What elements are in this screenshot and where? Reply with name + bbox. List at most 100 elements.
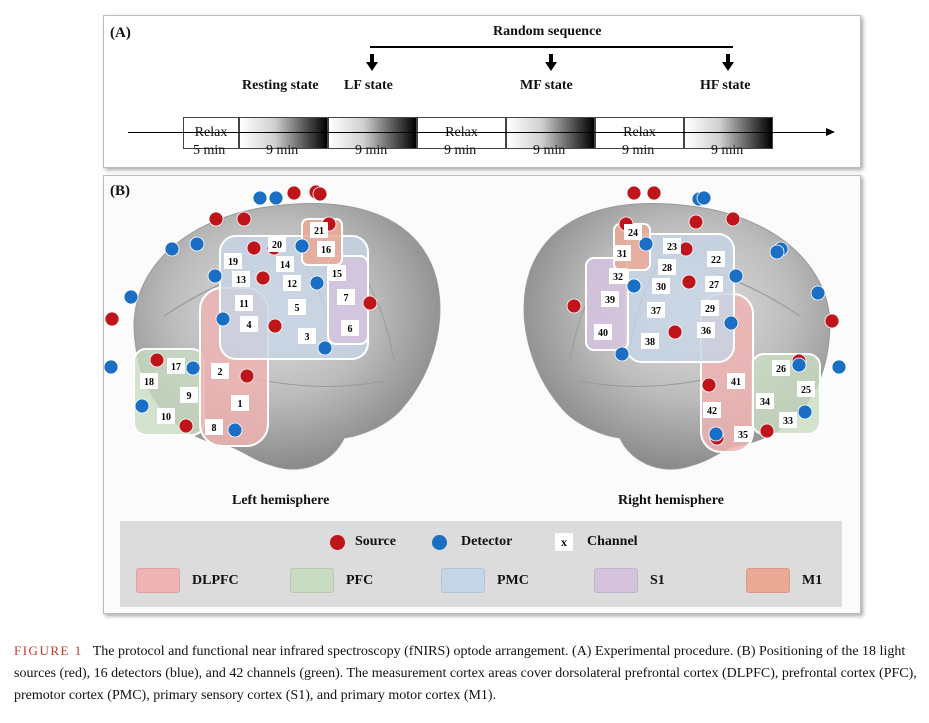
source-optode [255,270,271,286]
duration-label: 9 min [266,143,299,158]
relax-block: Relax [417,117,506,149]
legend-dlpfc-label: DLPFC [192,572,239,588]
panel-a-protocol: (A) Random sequence Resting state LF sta… [103,15,861,168]
channel-label: 19 [228,257,238,268]
channel-box [779,412,797,428]
source-optode [626,185,642,201]
channel-label: 30 [656,282,666,293]
channel-label: 35 [738,430,748,441]
channel-box [701,300,719,316]
legend-m1: M1 [746,568,822,593]
channel-label: 24 [628,228,638,239]
channel-label: 17 [171,362,181,373]
channel-label: 3 [305,332,310,343]
channel-box [641,333,659,349]
detector-optode [123,289,139,305]
channel-label: 37 [651,306,661,317]
channel-label: 5 [295,303,300,314]
channel-box [328,265,346,281]
channel-box [647,302,665,318]
channel-label: 40 [598,328,608,339]
channel-label: 25 [801,385,811,396]
detector-optode [309,275,325,291]
legend-dlpfc: DLPFC [136,568,239,593]
legend-detector-label: Detector [461,534,513,549]
channel-box [652,278,670,294]
detector-optode [638,236,654,252]
panel-b-label: (B) [110,183,130,199]
detector-dot-icon [432,534,447,550]
lf-state-label: LF state [344,78,393,93]
hf-state-label: HF state [700,78,751,93]
resting-state-block [239,117,328,149]
legend: Source Detector x Channel DLPFC PFC PMC … [120,521,842,607]
channel-box [797,381,815,397]
channel-label: 1 [238,399,243,410]
detector-optode [207,268,223,284]
channel-box [140,373,158,389]
channel-box [756,393,774,409]
panel-b-optode-arrangement: (B) [103,175,861,614]
legend-pmc: PMC [441,568,529,593]
channel-label: 42 [707,406,717,417]
source-optode [701,377,717,393]
source-optode [725,211,741,227]
legend-pfc: PFC [290,568,373,593]
channel-label: 39 [605,295,615,306]
channel-box [298,328,316,344]
channel-label: 15 [332,269,342,280]
detector-optode [614,346,630,362]
channel-label: 34 [760,397,770,408]
detector-optode [831,359,847,375]
channel-label: 6 [348,324,353,335]
dlpfc-swatch [136,568,180,593]
detector-optode [626,278,642,294]
duration-label: 9 min [622,143,655,158]
legend-channel: x Channel [555,533,638,551]
figure-number: FIGURE 1 [14,643,83,658]
channel-box [211,363,229,379]
random-sequence-label: Random sequence [493,24,602,39]
detector-optode [189,236,205,252]
detector-optode [104,359,119,375]
channel-labels: 1234567891011121314151617181920212223242… [140,222,815,442]
source-optode [688,214,704,230]
channel-label: 20 [272,240,282,251]
channel-box [658,259,676,275]
resting-state-label: Resting state [242,78,319,93]
channel-box [727,373,745,389]
channel-label: 29 [705,304,715,315]
channel-box [224,253,242,269]
channel-box [772,360,790,376]
source-optode [267,318,283,334]
channel-box [205,419,223,435]
channel-label: 9 [187,391,192,402]
right-hemisphere-label: Right hemisphere [618,493,724,508]
channel-label: 2 [218,367,223,378]
source-optode [681,274,697,290]
detector-optode [708,426,724,442]
legend-s1-label: S1 [650,572,665,588]
arrow-right-icon [826,128,835,136]
detector-optode [268,190,284,206]
source-optode [646,185,662,201]
channel-label: 4 [247,320,252,331]
down-arrow-icon [549,54,553,62]
detector-optode [185,360,201,376]
channel-label: 14 [280,260,290,271]
left-hemisphere-label: Left hemisphere [232,493,330,508]
source-optode [239,368,255,384]
detector-optode [215,311,231,327]
detector-optode [164,241,180,257]
s1-swatch [594,568,638,593]
legend-source-label: Source [355,534,396,549]
source-optode [246,240,262,256]
detector-optode [134,398,150,414]
channel-label: 13 [236,275,246,286]
channel-label: 23 [667,242,677,253]
channel-box [167,358,185,374]
channel-label: 31 [617,249,627,260]
channel-box [703,402,721,418]
pmc-swatch [441,568,485,593]
